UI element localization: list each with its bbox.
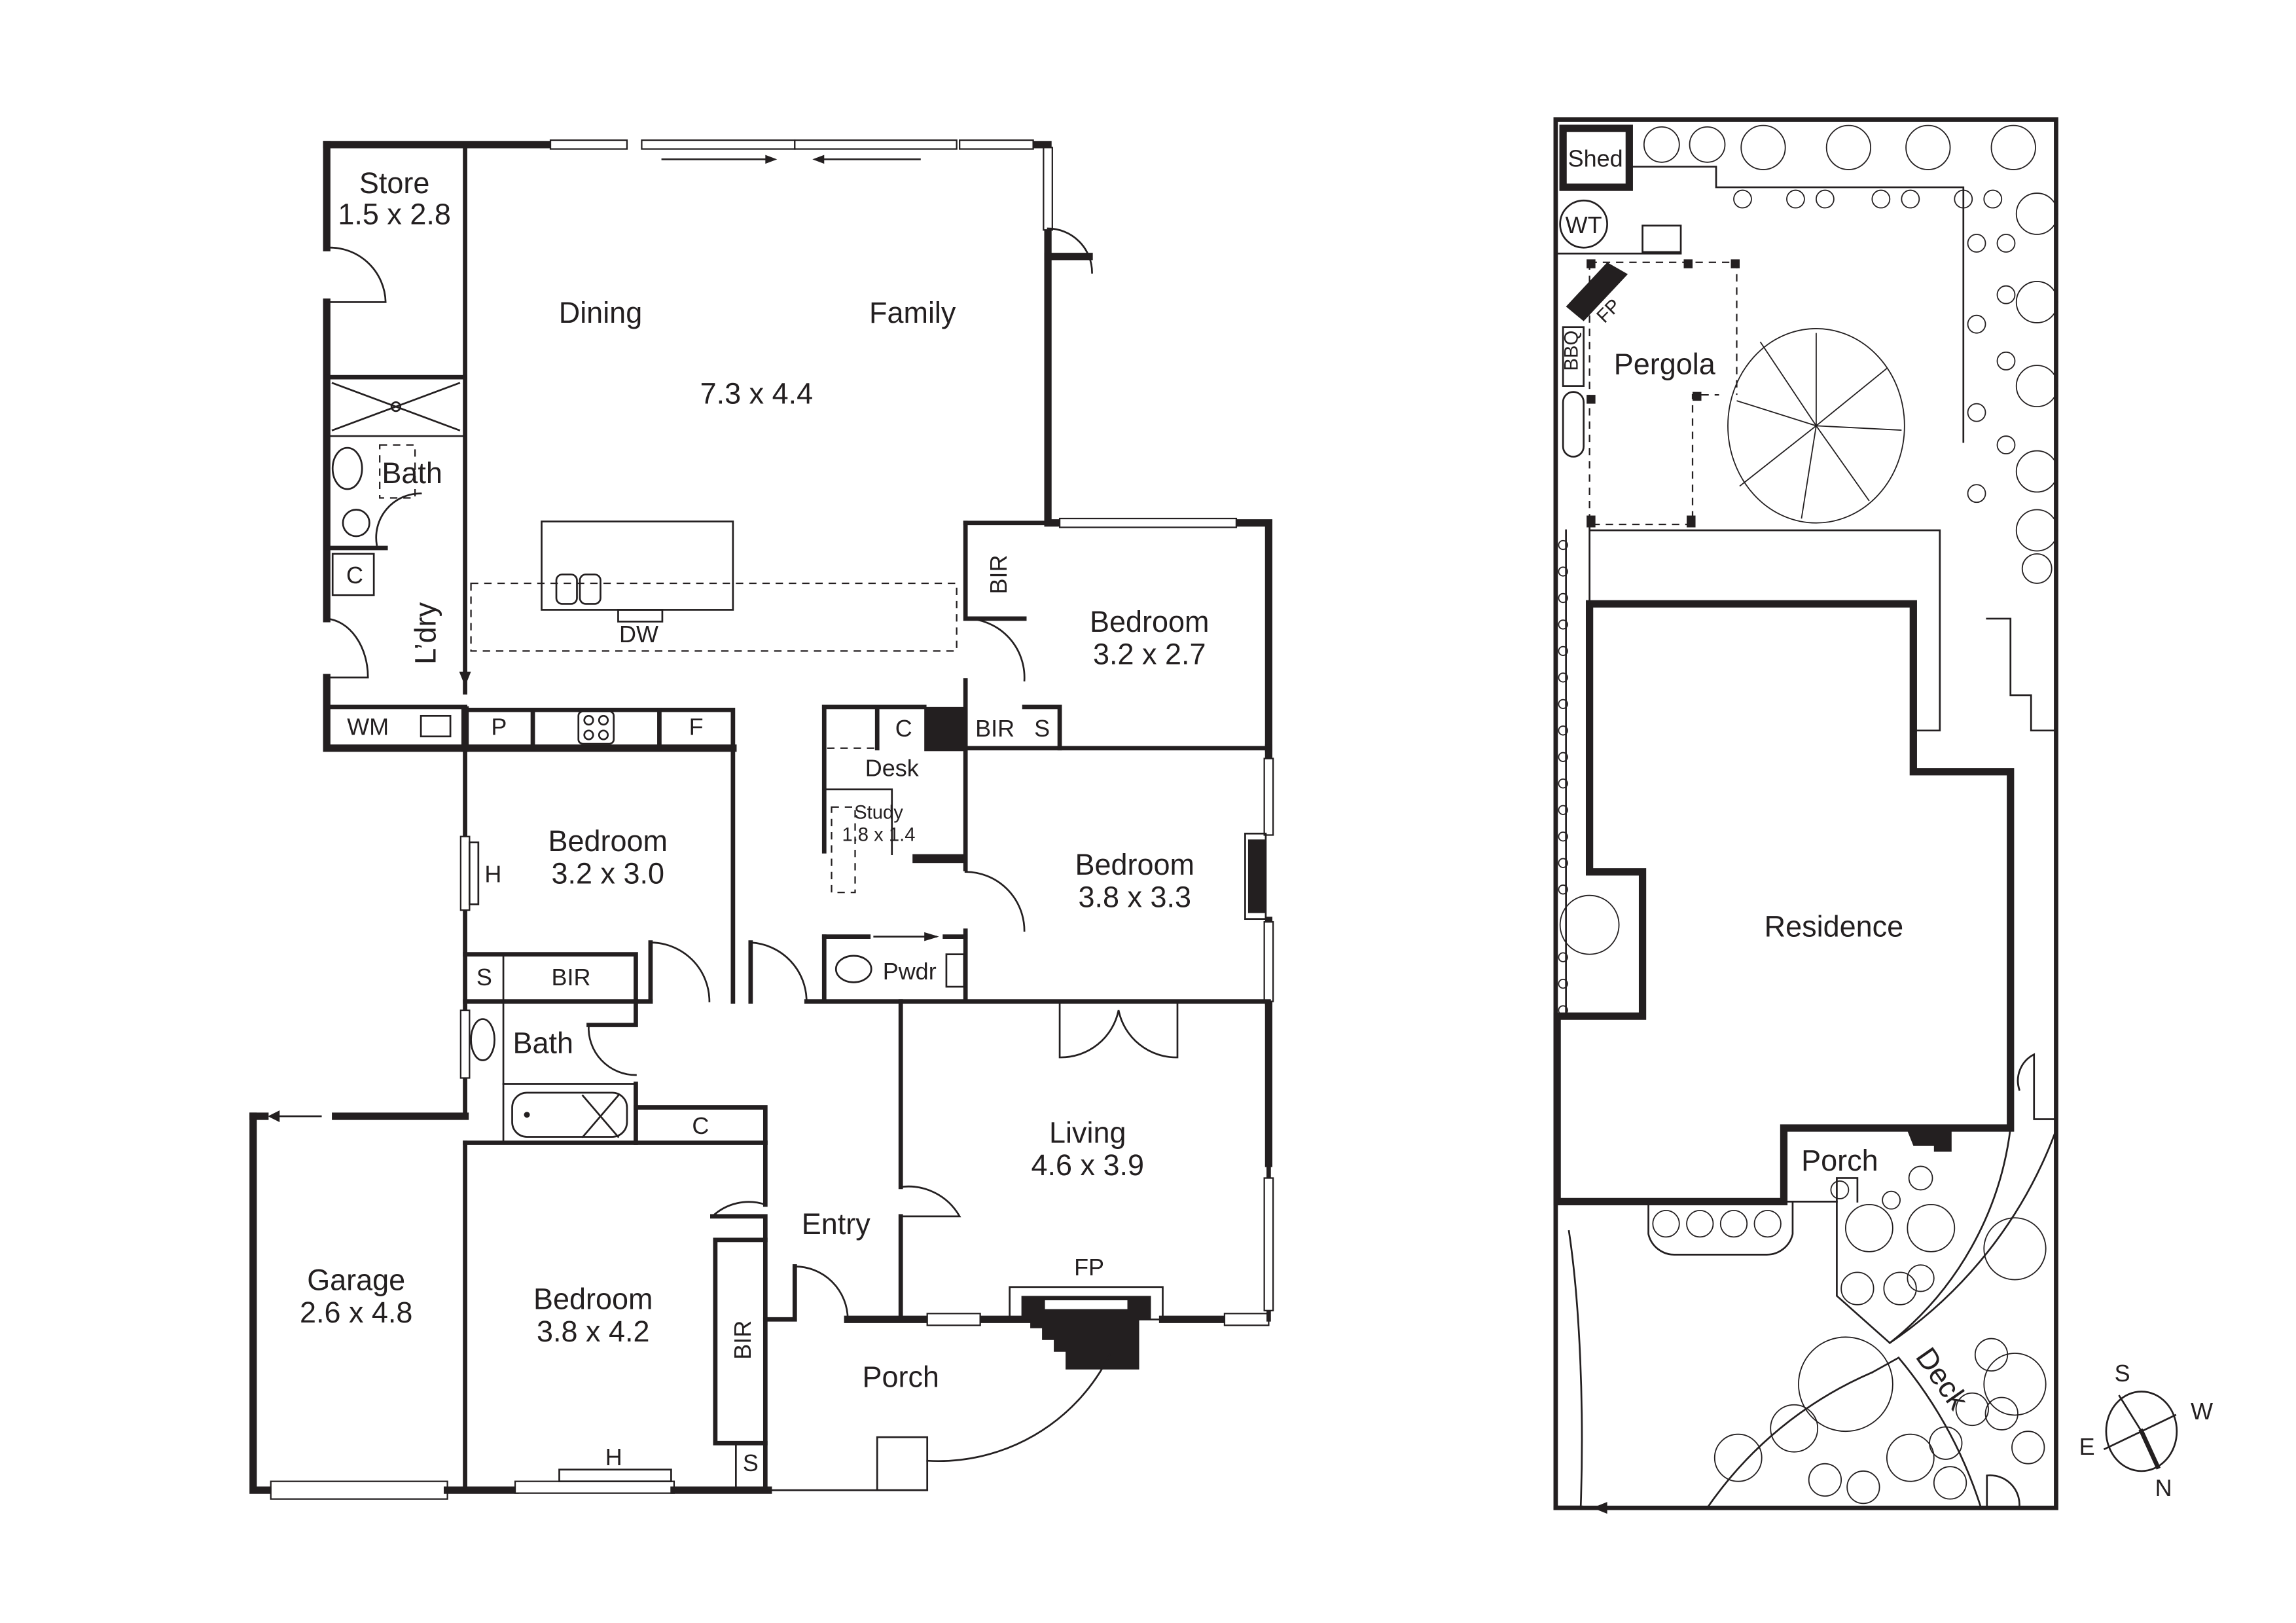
compass-icon: S W E N — [2079, 1360, 2213, 1501]
fixture-dishwasher: DW — [619, 621, 658, 647]
fixture-fridge: F — [689, 714, 704, 740]
room-label-bedroom-w: Bedroom — [548, 824, 667, 858]
room-label-living: Living — [1049, 1116, 1126, 1149]
fixture-washing-machine: WM — [347, 714, 389, 740]
compass-west: W — [2191, 1398, 2213, 1425]
label-deck: Deck — [1909, 1341, 1975, 1416]
room-label-bath-lower: Bath — [513, 1026, 574, 1059]
fixture-cupboard-hall: C — [692, 1112, 709, 1139]
room-label-laundry: L’dry — [409, 602, 442, 665]
room-label-bath-upper: Bath — [382, 456, 442, 490]
fixture-pantry: P — [491, 714, 507, 740]
label-water-tank: WT — [1566, 211, 1602, 238]
fixture-cupboard-study: C — [895, 715, 912, 742]
fixture-heater-w: H — [484, 860, 501, 887]
compass-north: N — [2155, 1474, 2172, 1501]
fixture-bir-ne-2: BIR — [975, 715, 1014, 742]
room-dims-bedroom-w: 3.2 x 3.0 — [551, 857, 664, 890]
room-dims-bedroom-sw: 3.8 x 4.2 — [537, 1315, 650, 1348]
fixture-shelves-sw: S — [743, 1450, 759, 1476]
label-shed: Shed — [1568, 145, 1623, 172]
fixture-cupboard: C — [346, 562, 363, 589]
fixture-desk: Desk — [865, 755, 920, 782]
room-label-study: Study — [854, 803, 903, 824]
compass-south: S — [2115, 1360, 2130, 1387]
room-label-powder: Pwdr — [883, 958, 937, 985]
label-site-porch: Porch — [1801, 1144, 1878, 1177]
site-plan — [1553, 117, 2058, 1514]
fixture-bir-ne: BIR — [985, 555, 1012, 594]
room-label-dining: Dining — [559, 296, 643, 329]
room-label-porch: Porch — [862, 1360, 939, 1394]
room-label-bedroom-sw: Bedroom — [533, 1283, 653, 1316]
room-dims-store: 1.5 x 2.8 — [338, 197, 451, 230]
fixture-fireplace: FP — [1074, 1254, 1104, 1281]
room-dims-dining-family: 7.3 x 4.4 — [700, 377, 814, 410]
room-label-entry: Entry — [802, 1207, 870, 1241]
fixture-heater-sw: H — [605, 1444, 622, 1470]
tree-icon — [1727, 328, 1905, 524]
room-label-store: Store — [359, 166, 429, 200]
room-dims-bedroom-e: 3.8 x 3.3 — [1079, 881, 1192, 914]
shrubs — [1558, 124, 2058, 1504]
compass-east: E — [2079, 1433, 2095, 1460]
label-pergola: Pergola — [1614, 348, 1716, 381]
fixture-shelves-w: S — [476, 964, 492, 991]
room-label-family: Family — [869, 296, 956, 329]
room-label-bedroom-e: Bedroom — [1075, 848, 1194, 881]
label-bbq: BBQ — [1562, 331, 1583, 371]
room-label-bedroom-ne: Bedroom — [1090, 605, 1209, 638]
floor-plan — [249, 139, 1274, 1500]
fixture-shelves-ne: S — [1034, 715, 1050, 742]
site-plan-labels: Shed WT FP BBQ Pergola Residence Porch D… — [1562, 145, 1975, 1416]
room-dims-garage: 2.6 x 4.8 — [300, 1296, 413, 1329]
fixture-bir-sw: BIR — [729, 1321, 756, 1360]
room-dims-study: 1.8 x 1.4 — [842, 824, 915, 845]
room-dims-living: 4.6 x 3.9 — [1031, 1148, 1145, 1182]
room-label-garage: Garage — [307, 1263, 405, 1296]
fixture-bir-w: BIR — [552, 964, 591, 991]
label-residence: Residence — [1765, 910, 1903, 943]
room-dims-bedroom-ne: 3.2 x 2.7 — [1093, 638, 1206, 671]
floor-plan-labels: Store 1.5 x 2.8 Dining Family 7.3 x 4.4 … — [300, 166, 1210, 1476]
